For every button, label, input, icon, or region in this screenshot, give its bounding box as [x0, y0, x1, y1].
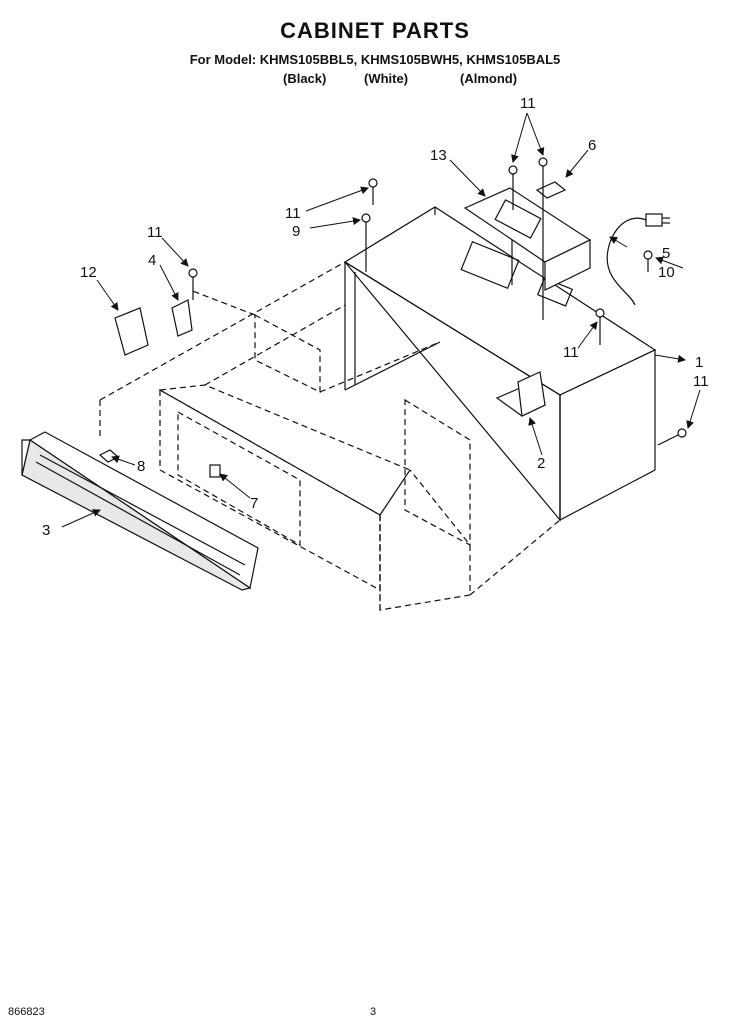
callout-1: 1 [695, 354, 703, 371]
callout-6: 6 [588, 137, 596, 154]
cabinet-wrapper [343, 206, 657, 522]
callout-9: 9 [292, 223, 300, 240]
callout-7: 7 [250, 495, 258, 512]
side-bracket-part [114, 299, 193, 356]
callout-12: 12 [80, 264, 97, 281]
callout-2: 2 [537, 455, 545, 472]
leader-lines [61, 112, 701, 528]
callout-11-mid: 11 [563, 344, 579, 361]
callout-11-right: 11 [693, 373, 709, 390]
power-cord-part [606, 213, 670, 306]
front-grille-part [21, 431, 259, 591]
page-number: 3 [370, 1006, 377, 1018]
color-black: (Black) [283, 71, 327, 86]
screws [188, 157, 687, 446]
callout-11-left-top: 11 [285, 205, 301, 222]
callout-13: 13 [430, 147, 447, 164]
model-numbers: For Model: KHMS105BBL5, KHMS105BWH5, KHM… [189, 52, 561, 67]
document-code: 866823 [8, 1006, 45, 1018]
lower-bracket-part [495, 371, 547, 417]
inner-cavity [99, 261, 561, 611]
rear-channel-part [463, 187, 592, 291]
color-almond: (Almond) [460, 71, 518, 86]
page-title: CABINET PARTS [280, 18, 470, 43]
clip-part [535, 165, 567, 320]
callout-8: 8 [137, 458, 145, 475]
callout-3: 3 [42, 522, 50, 539]
callout-5: 5 [662, 245, 670, 262]
callout-10: 10 [658, 264, 675, 281]
callout-11-top: 11 [520, 95, 536, 112]
callout-4: 4 [148, 252, 156, 269]
color-white: (White) [364, 71, 409, 86]
callout-11-left: 11 [147, 224, 163, 241]
